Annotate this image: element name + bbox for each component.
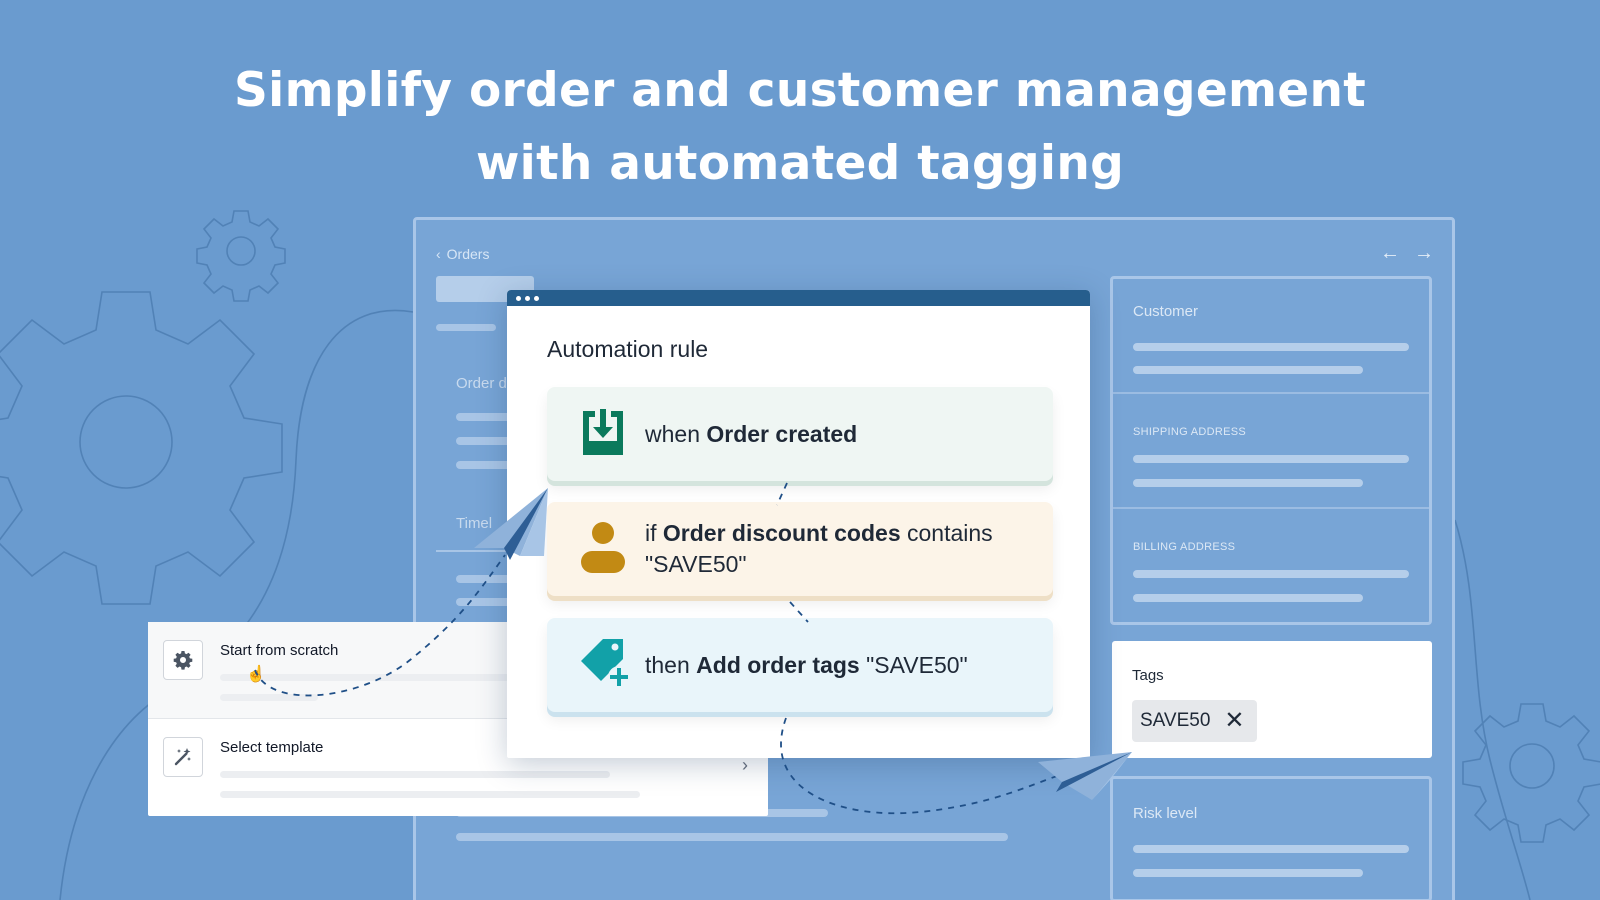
- condition-field: Order discount codes: [662, 520, 901, 546]
- select-template-label: Select template: [220, 739, 324, 756]
- billing-address-section: BILLING ADDRESS: [1113, 509, 1429, 624]
- condition-text: if Order discount codes contains "SAVE50…: [645, 518, 993, 580]
- placeholder-line: [1133, 845, 1409, 853]
- condition-operator: contains: [907, 520, 993, 546]
- automation-rule-title: Automation rule: [547, 336, 709, 362]
- headline-line-1: Simplify order and customer management: [234, 63, 1366, 118]
- headline: Simplify order and customer management w…: [0, 54, 1600, 200]
- start-from-scratch-label: Start from scratch: [220, 642, 339, 659]
- trigger-text: when Order created: [645, 419, 857, 450]
- placeholder-line: [1133, 455, 1409, 463]
- window-dot: [516, 295, 521, 301]
- arrow-right-icon[interactable]: →: [1414, 242, 1434, 264]
- placeholder-line: [1133, 594, 1363, 602]
- placeholder-line: [456, 833, 1008, 841]
- trigger-prefix: when: [645, 420, 700, 447]
- trigger-event: Order created: [706, 420, 858, 447]
- timeline-label: Timel: [456, 515, 493, 532]
- automation-rule-window: Automation rule when Order created if Or…: [507, 290, 1090, 758]
- billing-address-label: BILLING ADDRESS: [1133, 541, 1236, 553]
- placeholder-line: [456, 437, 516, 445]
- window-titlebar: [507, 290, 1090, 306]
- breadcrumb[interactable]: ‹ Orders: [436, 246, 489, 262]
- close-icon[interactable]: ✕: [1224, 707, 1245, 734]
- tags-label: Tags: [1132, 667, 1164, 684]
- action-name: Add order tags: [696, 651, 860, 678]
- placeholder-line: [456, 413, 516, 421]
- condition-prefix: if: [645, 520, 657, 546]
- action-prefix: then: [645, 651, 690, 678]
- record-navigation: ← →: [1380, 242, 1434, 265]
- placeholder-line: [1133, 366, 1363, 374]
- chevron-left-icon: ‹: [436, 246, 441, 262]
- breadcrumb-orders[interactable]: Orders: [446, 246, 490, 262]
- condition-value: "SAVE50": [645, 551, 747, 577]
- download-icon: [579, 407, 627, 462]
- placeholder-line: [456, 461, 516, 469]
- risk-level-label: Risk level: [1133, 805, 1198, 822]
- headline-line-2: with automated tagging: [475, 136, 1125, 191]
- divider: [436, 550, 516, 552]
- shipping-address-section: SHIPPING ADDRESS: [1113, 394, 1429, 509]
- tag-chip-label: SAVE50: [1140, 710, 1211, 731]
- placeholder-line: [220, 694, 318, 701]
- tag-add-icon: [579, 637, 631, 694]
- cursor-hand-icon: ☝: [246, 666, 266, 683]
- placeholder-line: [1133, 479, 1363, 487]
- tags-card: Tags SAVE50 ✕: [1112, 641, 1432, 758]
- order-details-label: Order d: [456, 375, 507, 392]
- window-dot: [525, 295, 530, 301]
- risk-level-card: Risk level: [1110, 776, 1432, 900]
- gear-icon: [196, 210, 286, 302]
- gear-icon: [163, 640, 203, 680]
- user-icon: [581, 521, 625, 578]
- window-dot: [534, 295, 539, 301]
- subtitle-placeholder: [436, 324, 496, 331]
- action-step[interactable]: then Add order tags "SAVE50": [547, 618, 1053, 712]
- customer-section: Customer: [1113, 279, 1429, 394]
- trigger-step[interactable]: when Order created: [547, 387, 1053, 481]
- tag-chip[interactable]: SAVE50 ✕: [1132, 700, 1257, 742]
- placeholder-line: [1133, 570, 1409, 578]
- shipping-address-label: SHIPPING ADDRESS: [1133, 426, 1246, 438]
- customer-label: Customer: [1133, 303, 1199, 320]
- gear-icon: [0, 291, 283, 605]
- placeholder-line: [220, 791, 640, 798]
- placeholder-line: [1133, 869, 1363, 877]
- action-value: "SAVE50": [866, 651, 968, 678]
- select-template-option[interactable]: Select template ›: [148, 719, 768, 816]
- action-text: then Add order tags "SAVE50": [645, 650, 968, 681]
- placeholder-line: [1133, 343, 1409, 351]
- chevron-right-icon[interactable]: ›: [742, 755, 748, 775]
- gear-icon: [1462, 703, 1600, 843]
- condition-step[interactable]: if Order discount codes contains "SAVE50…: [547, 502, 1053, 596]
- arrow-left-icon[interactable]: ←: [1380, 242, 1400, 264]
- placeholder-line: [220, 771, 610, 778]
- customer-card: Customer SHIPPING ADDRESS BILLING ADDRES…: [1110, 276, 1432, 625]
- magic-wand-icon: [163, 737, 203, 777]
